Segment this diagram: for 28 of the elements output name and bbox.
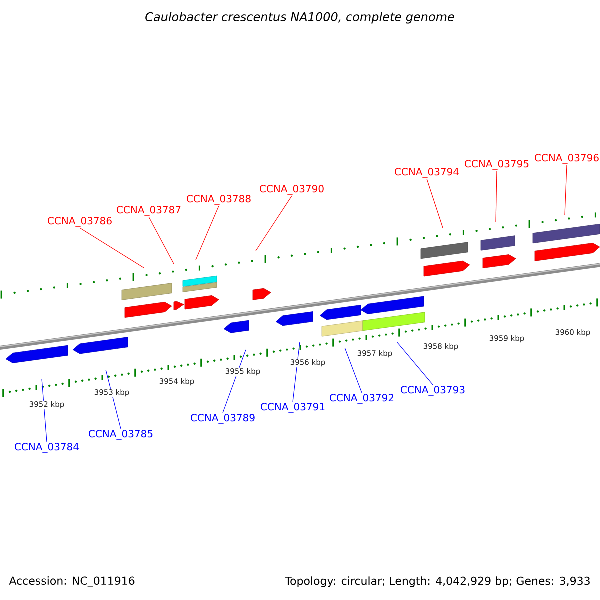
leader-line <box>80 228 144 268</box>
leader-line <box>496 170 498 222</box>
gene-label: CCNA_03794 <box>395 168 459 178</box>
gene-label: CCNA_03788 <box>187 195 251 205</box>
gene-label: CCNA_03792 <box>330 394 394 404</box>
leader-line <box>148 216 174 264</box>
leader-line <box>426 178 444 228</box>
leader-line <box>222 350 246 414</box>
leader-line <box>564 164 568 216</box>
gene-label: CCNA_03796 <box>535 154 599 164</box>
gene-label: CCNA_03793 <box>401 386 465 396</box>
accession-text: Accession: NC_011916 <box>9 576 135 588</box>
leader-line <box>42 378 48 442</box>
leader-line <box>196 206 220 260</box>
gene-label: CCNA_03786 <box>48 217 112 227</box>
title: Caulobacter crescentus NA1000, complete genome <box>146 12 454 24</box>
gene-label: CCNA_03790 <box>260 185 324 195</box>
gene-label: CCNA_03784 <box>15 443 79 453</box>
gene-label: CCNA_03785 <box>89 430 153 440</box>
leader-line <box>292 342 300 402</box>
gene-label: CCNA_03787 <box>117 206 181 216</box>
genome-info-text: Topology: circular; Length: 4,042,929 bp; Genes: 3,933 <box>285 576 590 588</box>
leader-line <box>344 348 362 394</box>
gene-label: CCNA_03795 <box>465 160 529 170</box>
gene-label: CCNA_03789 <box>191 414 255 424</box>
leader-line <box>256 196 292 252</box>
leader-line <box>396 342 434 386</box>
gene-label: CCNA_03791 <box>261 403 325 413</box>
